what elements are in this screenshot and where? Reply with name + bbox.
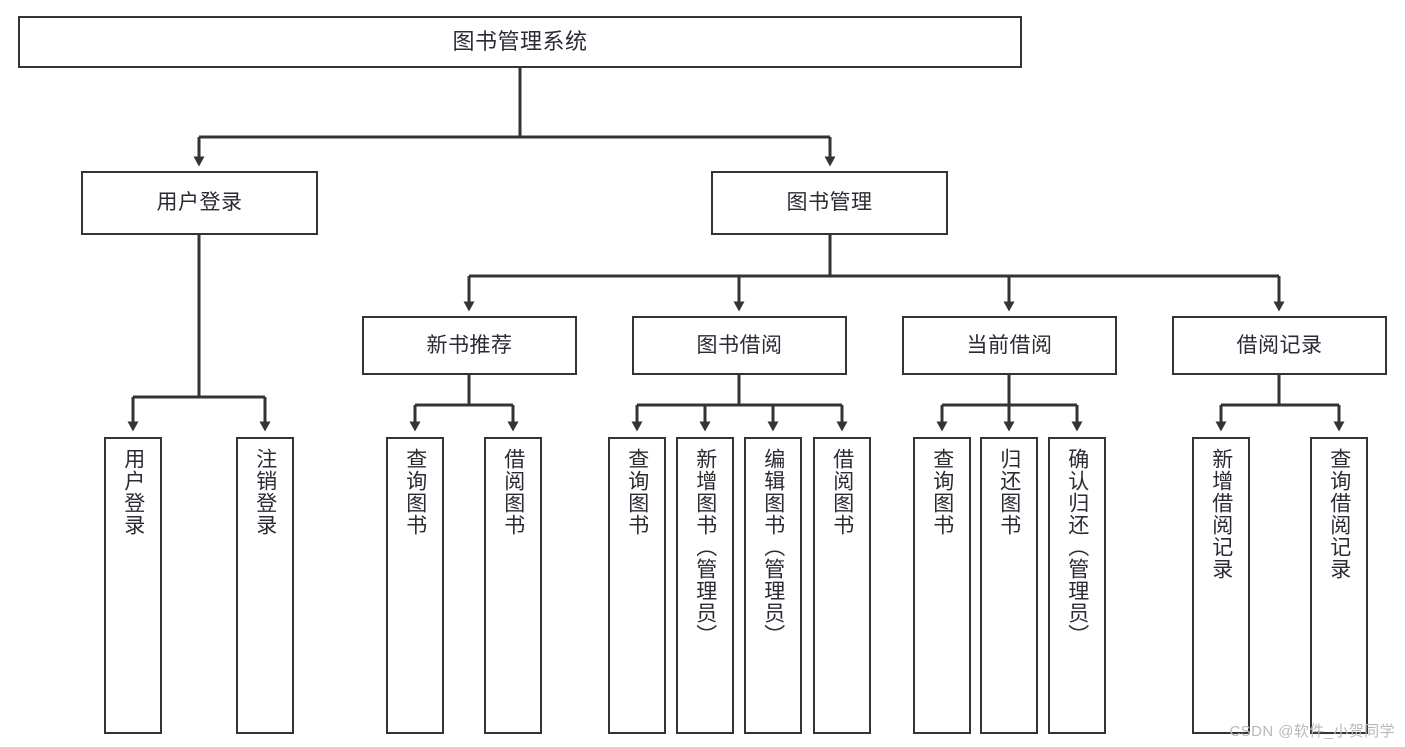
leaf-user-logout[interactable]: 注销登录 <box>236 437 294 734</box>
node-book-borrow[interactable]: 图书借阅 <box>632 316 847 375</box>
leaf-borrow-add-book-admin[interactable]: 新增图书（管理员） <box>676 437 734 734</box>
leaf-recommend-borrow-books[interactable]: 借阅图书 <box>484 437 542 734</box>
leaf-recommend-query-books[interactable]: 查询图书 <box>386 437 444 734</box>
node-label: 查询图书 <box>625 448 649 536</box>
leaf-borrow-query-books[interactable]: 查询图书 <box>608 437 666 734</box>
node-label: 当前借阅 <box>966 333 1053 357</box>
leaf-current-return-books[interactable]: 归还图书 <box>980 437 1038 734</box>
node-label: 借阅图书 <box>501 448 525 536</box>
csdn-watermark: CSDN @软件_小贺同学 <box>1229 723 1395 740</box>
node-label: 新书推荐 <box>426 333 513 357</box>
leaf-borrow-borrow-books[interactable]: 借阅图书 <box>813 437 871 734</box>
node-label: 查询图书 <box>930 448 954 536</box>
node-label: 用户登录 <box>156 191 243 215</box>
leaf-borrow-edit-book-admin[interactable]: 编辑图书（管理员） <box>744 437 802 734</box>
node-label: 借阅图书 <box>830 448 854 536</box>
node-label: 图书借阅 <box>696 333 783 357</box>
node-label: 图书管理系统 <box>452 28 588 54</box>
node-label: 注销登录 <box>253 448 277 536</box>
leaf-current-query-books[interactable]: 查询图书 <box>913 437 971 734</box>
node-label: 编辑图书（管理员） <box>761 448 785 646</box>
node-user-login[interactable]: 用户登录 <box>81 171 318 235</box>
node-label: 新增借阅记录 <box>1209 448 1233 580</box>
node-label: 新增图书（管理员） <box>693 448 717 646</box>
node-label: 借阅记录 <box>1236 333 1323 357</box>
leaf-current-confirm-return-admin[interactable]: 确认归还（管理员） <box>1048 437 1106 734</box>
node-label: 查询借阅记录 <box>1327 448 1351 580</box>
leaf-user-login[interactable]: 用户登录 <box>104 437 162 734</box>
leaf-records-query-record[interactable]: 查询借阅记录 <box>1310 437 1368 734</box>
node-label: 用户登录 <box>121 448 145 536</box>
node-label: 查询图书 <box>403 448 427 536</box>
node-root-system[interactable]: 图书管理系统 <box>18 16 1022 68</box>
node-new-book-recommend[interactable]: 新书推荐 <box>362 316 577 375</box>
node-label: 归还图书 <box>997 448 1021 536</box>
node-current-borrow[interactable]: 当前借阅 <box>902 316 1117 375</box>
node-borrow-records[interactable]: 借阅记录 <box>1172 316 1387 375</box>
node-book-management[interactable]: 图书管理 <box>711 171 948 235</box>
leaf-records-add-record[interactable]: 新增借阅记录 <box>1192 437 1250 734</box>
node-label: 确认归还（管理员） <box>1065 448 1089 646</box>
node-label: 图书管理 <box>786 191 873 215</box>
